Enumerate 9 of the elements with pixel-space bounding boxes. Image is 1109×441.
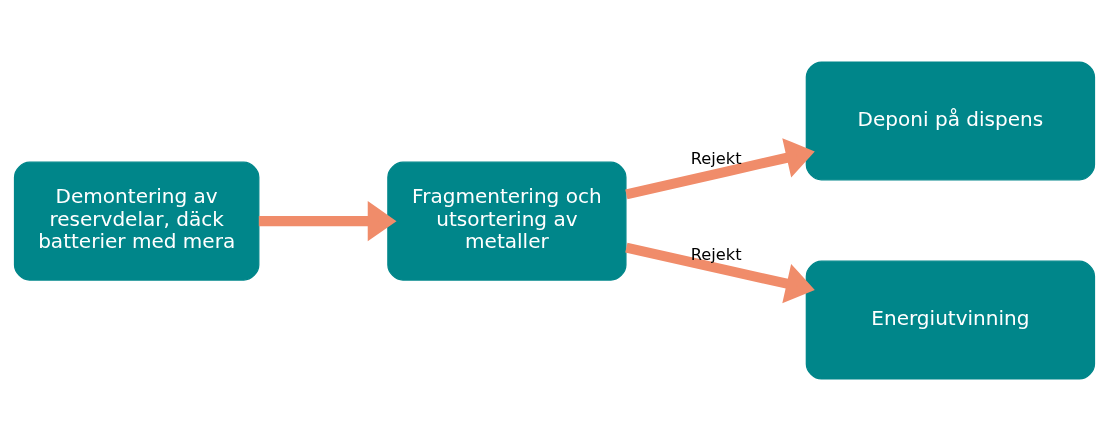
edge-label: Rejekt (690, 245, 742, 265)
arrow (258, 200, 397, 242)
edge-label: Rejekt (690, 149, 742, 168)
node-box: Fragmentering och utsortering av metaller (387, 161, 627, 281)
node-box: Energiutvinning (805, 260, 1096, 380)
arrow (625, 242, 815, 304)
arrow (625, 138, 815, 200)
node-box: Deponi på dispens (805, 61, 1096, 181)
node-box: Demontering av reservdelar, däck batterier med mera (13, 161, 260, 281)
